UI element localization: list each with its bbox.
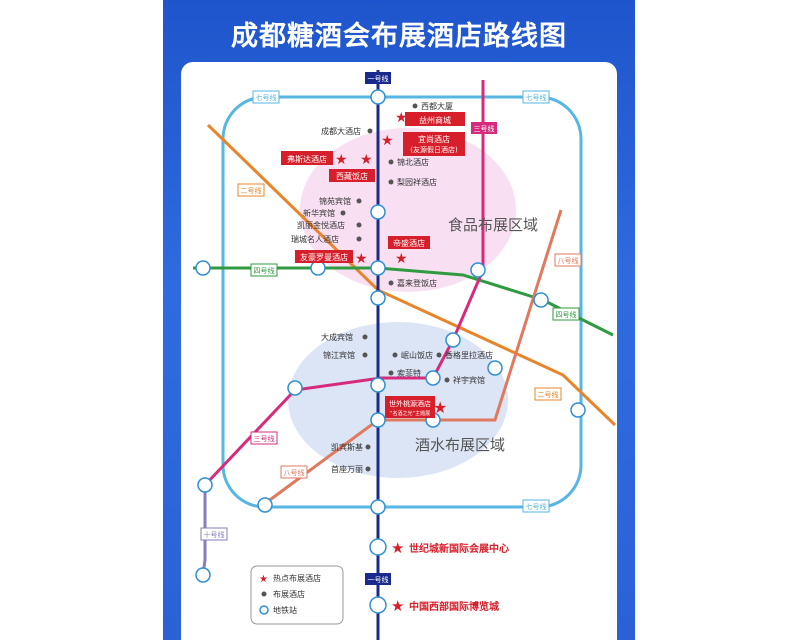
hotel-kempinski: 凯宾斯基 [331,442,363,452]
hot-xizang: 西藏饭店 [336,171,368,181]
hotel-xiangyu: 祥宇宾馆 [453,375,485,385]
hot-star-icon: ★ [355,251,368,267]
station-line3-e [425,370,441,386]
legend-star-icon: ★ [259,574,268,585]
station-line3-w [287,380,303,396]
svg-text:一号线: 一号线 [368,575,389,584]
hot-youhui: (友源假日酒店) [410,145,458,154]
svg-text:三号线: 三号线 [254,434,275,443]
venue-star-icon: ★ [391,539,404,557]
hot-star-icon: ★ [433,398,447,417]
legend-hot: 热点布展酒店 [273,573,321,583]
svg-text:八号线: 八号线 [284,468,305,477]
hotel-shangri: 香格里拉酒店 [445,350,493,360]
station-chengdudong [570,402,586,418]
venue-star-icon: ★ [391,597,404,615]
venue-shiji: 世纪城新国际会展中心 [409,542,509,555]
hot-hotels: ★ 益州商城 ★ 宜尚酒店 (友源假日酒店) 弗斯达酒店 ★ ★ 西藏饭店 帝盛… [281,110,465,418]
hot-youhaoluo: 友豪罗曼酒店 [300,252,348,262]
legend-dot-icon [261,591,267,597]
station-line4-far-e [533,292,549,308]
station-top [370,89,386,105]
hot-fusida: 弗斯达酒店 [287,154,327,164]
hotel-minshan: 岷山饭店 [401,350,433,360]
line7-loop [221,95,583,509]
station-line3-mid [445,332,461,348]
hot-yishang: 宜尚酒店 [418,134,450,144]
venues: ★ 世纪城新国际会展中心 ★ 中国西部国际博览城 [391,539,509,615]
hotel-jialaideng: 嘉来登饭店 [397,278,437,288]
station-taipinggong [197,477,213,493]
svg-text:四号线: 四号线 [556,310,577,319]
hot-yizhou: 益州商城 [419,115,451,125]
hotel-liyuan: 梨园祥酒店 [397,177,437,187]
legend-station-icon [259,605,269,615]
svg-text:二号线: 二号线 [538,390,559,399]
station-line4-w [310,260,326,276]
hotel-jinjiang: 锦江宾馆 [323,350,355,360]
hotel-renaissance: 首座万丽 [331,464,363,474]
food-zone-label: 食品布展区域 [448,216,538,234]
hotel-ruicheng: 瑞城名人酒店 [291,234,339,244]
svg-text:四号线: 四号线 [254,266,275,275]
hot-star-icon: ★ [381,133,394,149]
normal-hotels: 西都大厦 成都大酒店 锦北酒店 梨园祥酒店 锦苑宾馆 新华宾馆 凯丽金悦酒店 瑞… [291,101,493,474]
line-badges: 一号线 一号线 七号线 七号线 七号线 二号线 二号线 三号线 三号线 四号线 … [200,72,582,585]
hot-shiwaitao: 世外桃源酒店 [389,399,431,408]
station-south [370,499,386,515]
poster: 成都糖酒会布展酒店路线图 一号线 一号线 七号线 七号线 七号线 二号线 二号线… [163,0,635,640]
page-title: 成都糖酒会布展酒店路线图 [231,21,567,52]
line2-route [206,123,617,427]
hotel-sofitel: 索菲特 [397,368,421,378]
hotel-xidu: 西都大厦 [421,101,453,111]
hot-star-icon: ★ [360,152,373,168]
venue-xibu: 中国西部国际博览城 [409,600,499,613]
station-jinjiang [370,377,386,393]
station-luomashi [370,260,386,276]
hotel-xinhua: 新华宾馆 [303,208,335,218]
hotel-dacheng: 大成宾馆 [321,332,353,342]
svg-text:七号线: 七号线 [526,502,547,511]
hotel-chengdu: 成都大酒店 [321,126,361,136]
hot-dishen: 帝盛酒店 [393,238,425,248]
svg-text:七号线: 七号线 [526,93,547,102]
hot-star-icon: ★ [335,152,348,168]
hotel-jinbei: 锦北酒店 [397,157,429,167]
legend: ★ 热点布展酒店 布展酒店 地铁站 [250,565,344,625]
station-line4-far [195,260,211,276]
station-xibu [369,596,387,614]
svg-text:三号线: 三号线 [474,124,495,133]
station-huaxi [370,412,386,428]
hot-shiwaitao-sub: “名酒之光”主题展 [390,410,430,417]
svg-text:一号线: 一号线 [368,74,389,83]
station-line7-sw [257,497,273,513]
metro-map: 一号线 一号线 七号线 七号线 七号线 二号线 二号线 三号线 三号线 四号线 … [193,70,617,640]
station-tianfu [370,290,386,306]
station-airport [195,567,211,583]
svg-text:七号线: 七号线 [256,93,277,102]
station-wenshu [370,204,386,220]
hotel-kaili: 凯丽金悦酒店 [297,220,345,230]
hot-star-icon: ★ [395,251,408,267]
station-shiji [369,538,387,556]
wine-zone-label: 酒水布展区域 [415,436,505,454]
legend-metro: 地铁站 [273,605,297,615]
svg-text:八号线: 八号线 [558,256,579,265]
svg-text:二号线: 二号线 [241,186,262,195]
station-line4-e [470,262,486,278]
station-line8-mid [487,360,503,376]
hotel-jinyuan: 锦苑宾馆 [319,196,351,206]
legend-normal: 布展酒店 [273,589,305,599]
metro-stations [195,89,586,614]
hot-star-icon: ★ [395,110,408,126]
svg-text:十号线: 十号线 [204,530,225,539]
